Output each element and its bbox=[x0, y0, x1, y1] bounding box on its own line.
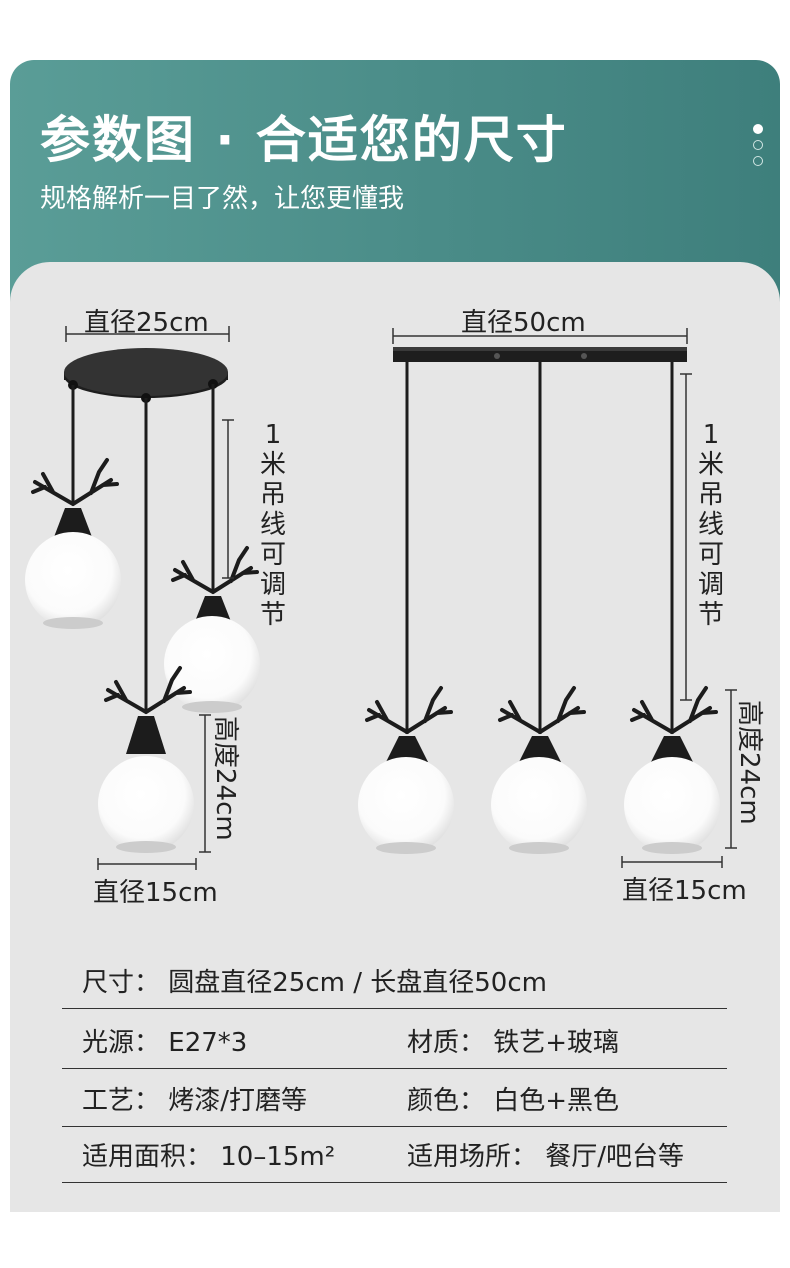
page-title: 参数图 · 合适您的尺寸 bbox=[40, 111, 568, 169]
round-cable-label: 1米吊线可调节 bbox=[259, 420, 286, 630]
spec-material: 材质： 铁艺+玻璃 bbox=[407, 1028, 620, 1058]
long-cable-label: 1米吊线可调节 bbox=[697, 420, 724, 630]
page-indicator bbox=[751, 124, 765, 172]
linear-pendant-lamp bbox=[358, 328, 737, 868]
spec-places: 适用场所： 餐厅/吧台等 bbox=[407, 1142, 685, 1172]
spec-row: 适用面积： 10–15m² 适用场所： 餐厅/吧台等 bbox=[62, 1124, 727, 1183]
round-height-label: 高度24cm bbox=[210, 716, 240, 841]
spec-row: 光源： E27*3 材质： 铁艺+玻璃 bbox=[62, 1010, 727, 1069]
spec-row: 工艺： 烤漆/打磨等 颜色： 白色+黑色 bbox=[62, 1068, 727, 1127]
spec-size: 尺寸： 圆盘直径25cm / 长盘直径50cm bbox=[82, 968, 547, 998]
round-pendant-lamp bbox=[25, 326, 260, 870]
long-diameter-label: 直径50cm bbox=[461, 308, 586, 338]
long-height-label: 高度24cm bbox=[734, 700, 764, 825]
round-shade-diameter-label: 直径15cm bbox=[93, 878, 218, 908]
page-dot bbox=[753, 140, 763, 150]
page-dot-active bbox=[753, 124, 763, 134]
round-diameter-label: 直径25cm bbox=[84, 308, 209, 338]
spec-craft: 工艺： 烤漆/打磨等 bbox=[82, 1086, 308, 1116]
page-dot bbox=[753, 156, 763, 166]
spec-area: 适用面积： 10–15m² bbox=[82, 1142, 336, 1172]
long-shade-diameter-label: 直径15cm bbox=[622, 876, 747, 906]
spec-row: 尺寸： 圆盘直径25cm / 长盘直径50cm bbox=[62, 950, 727, 1009]
spec-light-source: 光源： E27*3 bbox=[82, 1028, 248, 1058]
spec-color: 颜色： 白色+黑色 bbox=[407, 1086, 620, 1116]
page-subtitle: 规格解析一目了然，让您更懂我 bbox=[40, 184, 405, 214]
